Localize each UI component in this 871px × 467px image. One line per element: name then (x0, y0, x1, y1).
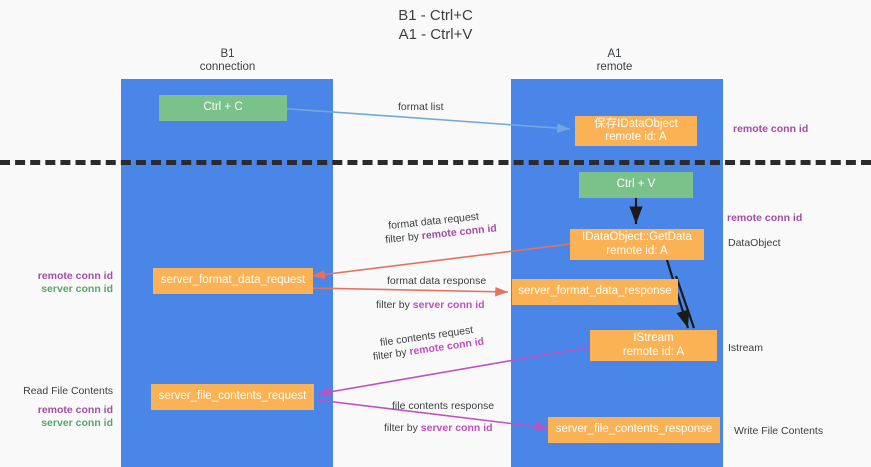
side-label-dataobject: DataObject (728, 237, 781, 249)
filter-key-server-conn-id: server conn id (412, 299, 485, 311)
filter-prefix: filter by (384, 422, 421, 434)
side-label-server-conn-id-2: server conn id (41, 417, 113, 429)
side-label-write-file-contents: Write File Contents (734, 425, 824, 437)
filter-prefix: filter by (376, 299, 413, 311)
side-label-server-conn-id-1: server conn id (41, 283, 113, 295)
edge-label-format-data-response-filter: filter by server conn id (376, 298, 485, 312)
filter-prefix: filter by (372, 346, 411, 364)
side-label-remote-conn-id-1: remote conn id (37, 270, 113, 282)
node-server-file-contents-request[interactable]: server_file_contents_request (151, 384, 314, 410)
edge-label-format-data-response: format data response (387, 275, 487, 287)
node-ctrl-v[interactable]: Ctrl + V (579, 172, 693, 198)
edge-label-file-contents-response: file contents response (392, 400, 495, 412)
node-idataobject-getdata[interactable]: IDataObject::GetData remote id: A (570, 229, 704, 260)
side-label-remote-conn-id-top: remote conn id (733, 123, 809, 135)
lane-header-a1: A1 remote (596, 48, 633, 73)
node-istream[interactable]: IStream remote id: A (590, 330, 717, 361)
node-server-file-contents-response[interactable]: server_file_contents_response (548, 417, 720, 443)
edge-label-format-list: format list (398, 101, 444, 113)
lane-header-b1: B1 connection (199, 48, 256, 73)
node-ctrl-c[interactable]: Ctrl + C (159, 95, 287, 121)
edge-label-file-contents-response-filter: filter by server conn id (384, 421, 493, 435)
edge-format-data-response (311, 286, 509, 297)
side-label-remote-conn-id-mid: remote conn id (727, 212, 803, 224)
diagram-title: B1 - Ctrl+C A1 - Ctrl+V (398, 7, 473, 43)
side-label-read-file-contents: Read File Contents (23, 385, 113, 397)
filter-key-server-conn-id: server conn id (420, 422, 493, 434)
node-server-format-data-response[interactable]: server_format_data_response (512, 279, 678, 305)
side-label-istream: Istream (728, 342, 764, 354)
side-label-remote-conn-id-2: remote conn id (37, 404, 113, 416)
node-save-idataobject[interactable]: 保存IDataObject remote id: A (575, 116, 697, 146)
filter-prefix: filter by (384, 230, 423, 247)
phase-divider (0, 160, 871, 165)
node-server-format-data-request[interactable]: server_format_data_request (153, 268, 313, 294)
